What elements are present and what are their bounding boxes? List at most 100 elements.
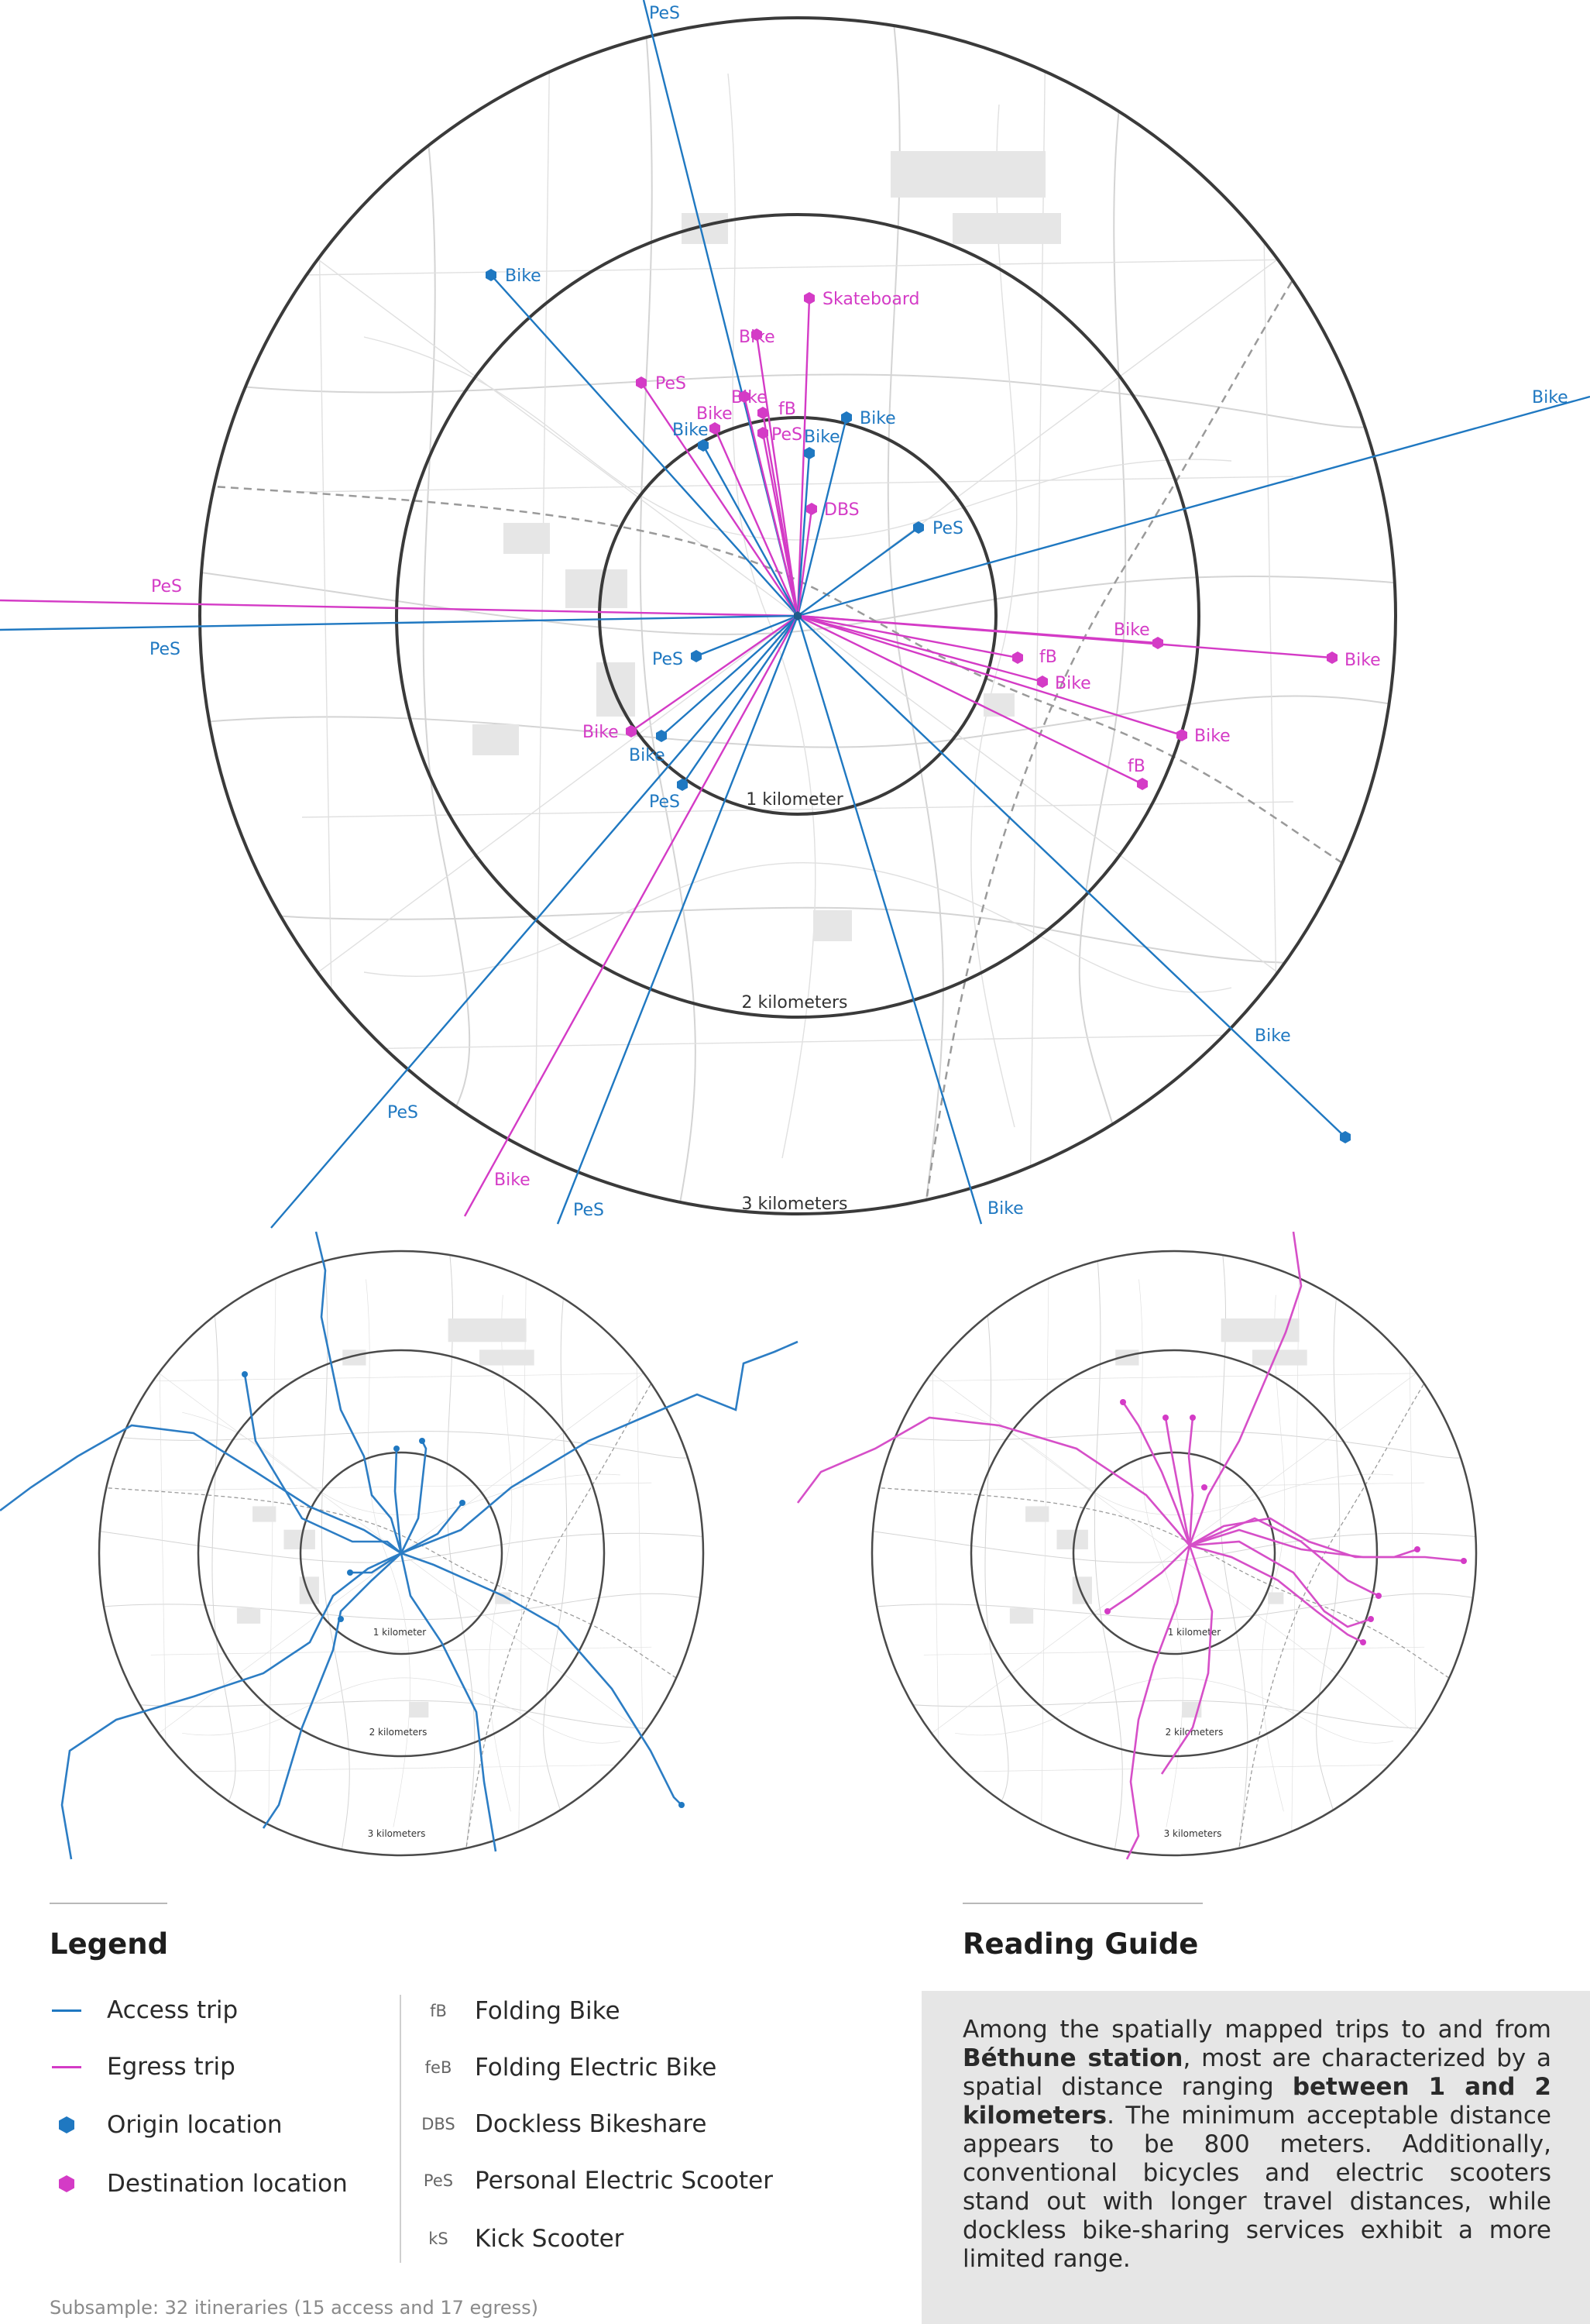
trip-label: Bike bbox=[860, 409, 896, 428]
destination-marker bbox=[1104, 1608, 1111, 1614]
destination-marker bbox=[757, 427, 768, 439]
egress-trip-line bbox=[796, 508, 813, 617]
access-trip-line bbox=[797, 615, 1346, 1138]
egress-trip-line bbox=[463, 615, 799, 1217]
egress-trip-line bbox=[796, 297, 811, 617]
egress-trip-line bbox=[797, 614, 1143, 786]
destination-marker bbox=[709, 422, 720, 435]
origin-marker bbox=[656, 730, 667, 742]
trip-label: PeS bbox=[649, 792, 680, 812]
ring-label-2km: 2 kilometers bbox=[741, 993, 847, 1012]
guide-bold-range: between 1 and 2 kilometers bbox=[963, 2073, 1551, 2130]
access-trip-line bbox=[661, 615, 798, 737]
origin-marker bbox=[677, 779, 688, 791]
trip-label: Bike bbox=[505, 266, 541, 286]
guide-box bbox=[922, 1991, 1590, 2324]
destination-marker bbox=[1137, 778, 1148, 790]
trip-label: fB bbox=[1039, 648, 1057, 667]
origin-marker bbox=[419, 1438, 425, 1444]
trip-label: Bike bbox=[1114, 621, 1150, 640]
destination-marker bbox=[1012, 651, 1023, 664]
legend-divider bbox=[50, 1903, 167, 1904]
destination-marker bbox=[1461, 1558, 1467, 1564]
access-ring-label-1km: 1 kilometer bbox=[373, 1627, 427, 1638]
trip-label: PeS bbox=[573, 1201, 604, 1220]
legend-label: Access trip bbox=[107, 1996, 239, 2024]
trip-label: Bike bbox=[582, 723, 619, 742]
guide-text-part: Among the spatially mapped trips to and … bbox=[963, 2016, 1551, 2044]
access-ring-label-3km: 3 kilometers bbox=[368, 1828, 426, 1839]
destination-marker bbox=[806, 503, 817, 515]
destination-marker bbox=[1368, 1616, 1374, 1622]
access-trip-line bbox=[490, 274, 798, 617]
trip-label: PeS bbox=[387, 1103, 418, 1122]
trip-label: Bike bbox=[672, 421, 709, 440]
trip-label: PeS bbox=[649, 4, 680, 23]
trip-label: PeS bbox=[771, 425, 802, 445]
destination-marker bbox=[626, 725, 637, 737]
egress-trip-line bbox=[630, 615, 798, 732]
egress-trip-line bbox=[0, 599, 798, 617]
ring-1km bbox=[598, 416, 998, 816]
egress-ring-label-1km: 1 kilometer bbox=[1168, 1627, 1221, 1638]
legend-title: Legend bbox=[50, 1927, 169, 1961]
abbreviation-label: Dockless Bikeshare bbox=[475, 2110, 707, 2138]
origin-hexagon-icon bbox=[59, 2116, 74, 2133]
egress-ring-label-3km: 3 kilometers bbox=[1164, 1828, 1222, 1839]
origin-marker bbox=[841, 411, 852, 424]
ring-2km bbox=[395, 213, 1200, 1019]
destination-marker bbox=[757, 407, 768, 419]
egress-trip-line bbox=[713, 428, 799, 617]
trip-label: fB bbox=[1128, 757, 1145, 776]
egress-destinations bbox=[1104, 1399, 1467, 1645]
egress-line-icon bbox=[52, 2065, 81, 2068]
guide-divider bbox=[963, 1903, 1203, 1904]
trip-label: Bike bbox=[1532, 388, 1568, 407]
access-ring-3km bbox=[98, 1250, 705, 1857]
trip-label: Skateboard bbox=[822, 290, 920, 309]
destination-marker bbox=[1327, 651, 1338, 664]
guide-text-part: . The minimum acceptable distance appear… bbox=[963, 2102, 1551, 2273]
egress-trip-line bbox=[761, 432, 799, 617]
abbreviation: fB bbox=[430, 2002, 447, 2020]
access-trip-line bbox=[796, 417, 848, 617]
destination-marker bbox=[1360, 1639, 1366, 1645]
guide-text: Among the spatially mapped trips to and … bbox=[963, 2016, 1551, 2274]
access-trip-line bbox=[682, 615, 798, 786]
origin-marker bbox=[691, 650, 702, 662]
origin-marker bbox=[913, 521, 924, 534]
trip-label: Bike bbox=[1255, 1026, 1291, 1046]
abbreviation-row: PeS Personal Electric Scooter bbox=[413, 2167, 773, 2195]
trip-endpoints bbox=[486, 269, 1351, 1143]
abbreviation-divider bbox=[400, 1995, 401, 2263]
abbreviation-label: Personal Electric Scooter bbox=[475, 2167, 773, 2195]
legend-item-origin: Origin location bbox=[45, 2111, 283, 2139]
access-line-icon bbox=[52, 2009, 81, 2012]
subsample-note: Subsample: 32 itineraries (15 access and… bbox=[50, 2297, 539, 2319]
trip-label: Bike bbox=[494, 1171, 531, 1190]
access-trip-line bbox=[695, 614, 798, 658]
egress-trip-line bbox=[797, 614, 1333, 659]
egress-ring-1km bbox=[1072, 1451, 1276, 1655]
origin-marker bbox=[338, 1616, 344, 1622]
trip-label: PeS bbox=[652, 650, 683, 669]
trip-label: DBS bbox=[824, 500, 860, 520]
access-ring-2km bbox=[197, 1349, 606, 1758]
access-trip-line bbox=[270, 615, 798, 1229]
egress-trip-line bbox=[743, 396, 799, 617]
origin-marker bbox=[804, 447, 815, 459]
access-trip-line bbox=[556, 615, 799, 1225]
egress-trip-line bbox=[797, 614, 1043, 683]
egress-ring-3km bbox=[871, 1250, 1478, 1857]
destination-marker bbox=[804, 292, 815, 304]
destination-marker bbox=[1152, 637, 1163, 649]
egress-basemap bbox=[872, 1251, 1476, 1855]
ring-label-1km: 1 kilometer bbox=[746, 790, 844, 810]
abbreviation-label: Folding Electric Bike bbox=[475, 2054, 717, 2082]
destination-marker bbox=[1414, 1546, 1420, 1552]
trip-label: PeS bbox=[655, 374, 686, 394]
trip-label: PeS bbox=[151, 577, 182, 596]
egress-trip-line bbox=[797, 614, 1183, 737]
legend-label: Egress trip bbox=[107, 2053, 235, 2081]
